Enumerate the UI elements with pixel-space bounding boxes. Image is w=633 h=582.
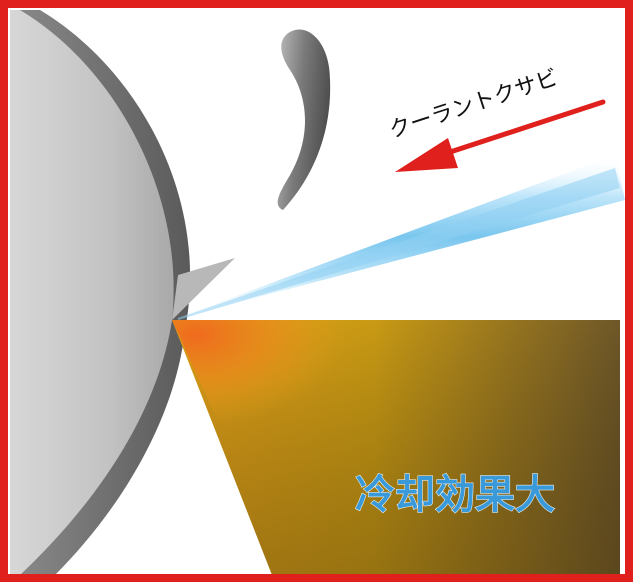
workpiece bbox=[172, 320, 620, 575]
chip bbox=[277, 29, 331, 211]
coolant-jet bbox=[172, 155, 625, 320]
coolant-wedge bbox=[172, 258, 235, 320]
coolant-label: クーラントクサビ bbox=[386, 66, 561, 144]
heat-zone bbox=[172, 320, 420, 470]
red-arrow-icon bbox=[395, 99, 606, 172]
cooling-effect-label: 冷却効果大 bbox=[355, 472, 555, 518]
grinding-wheel bbox=[10, 10, 191, 575]
